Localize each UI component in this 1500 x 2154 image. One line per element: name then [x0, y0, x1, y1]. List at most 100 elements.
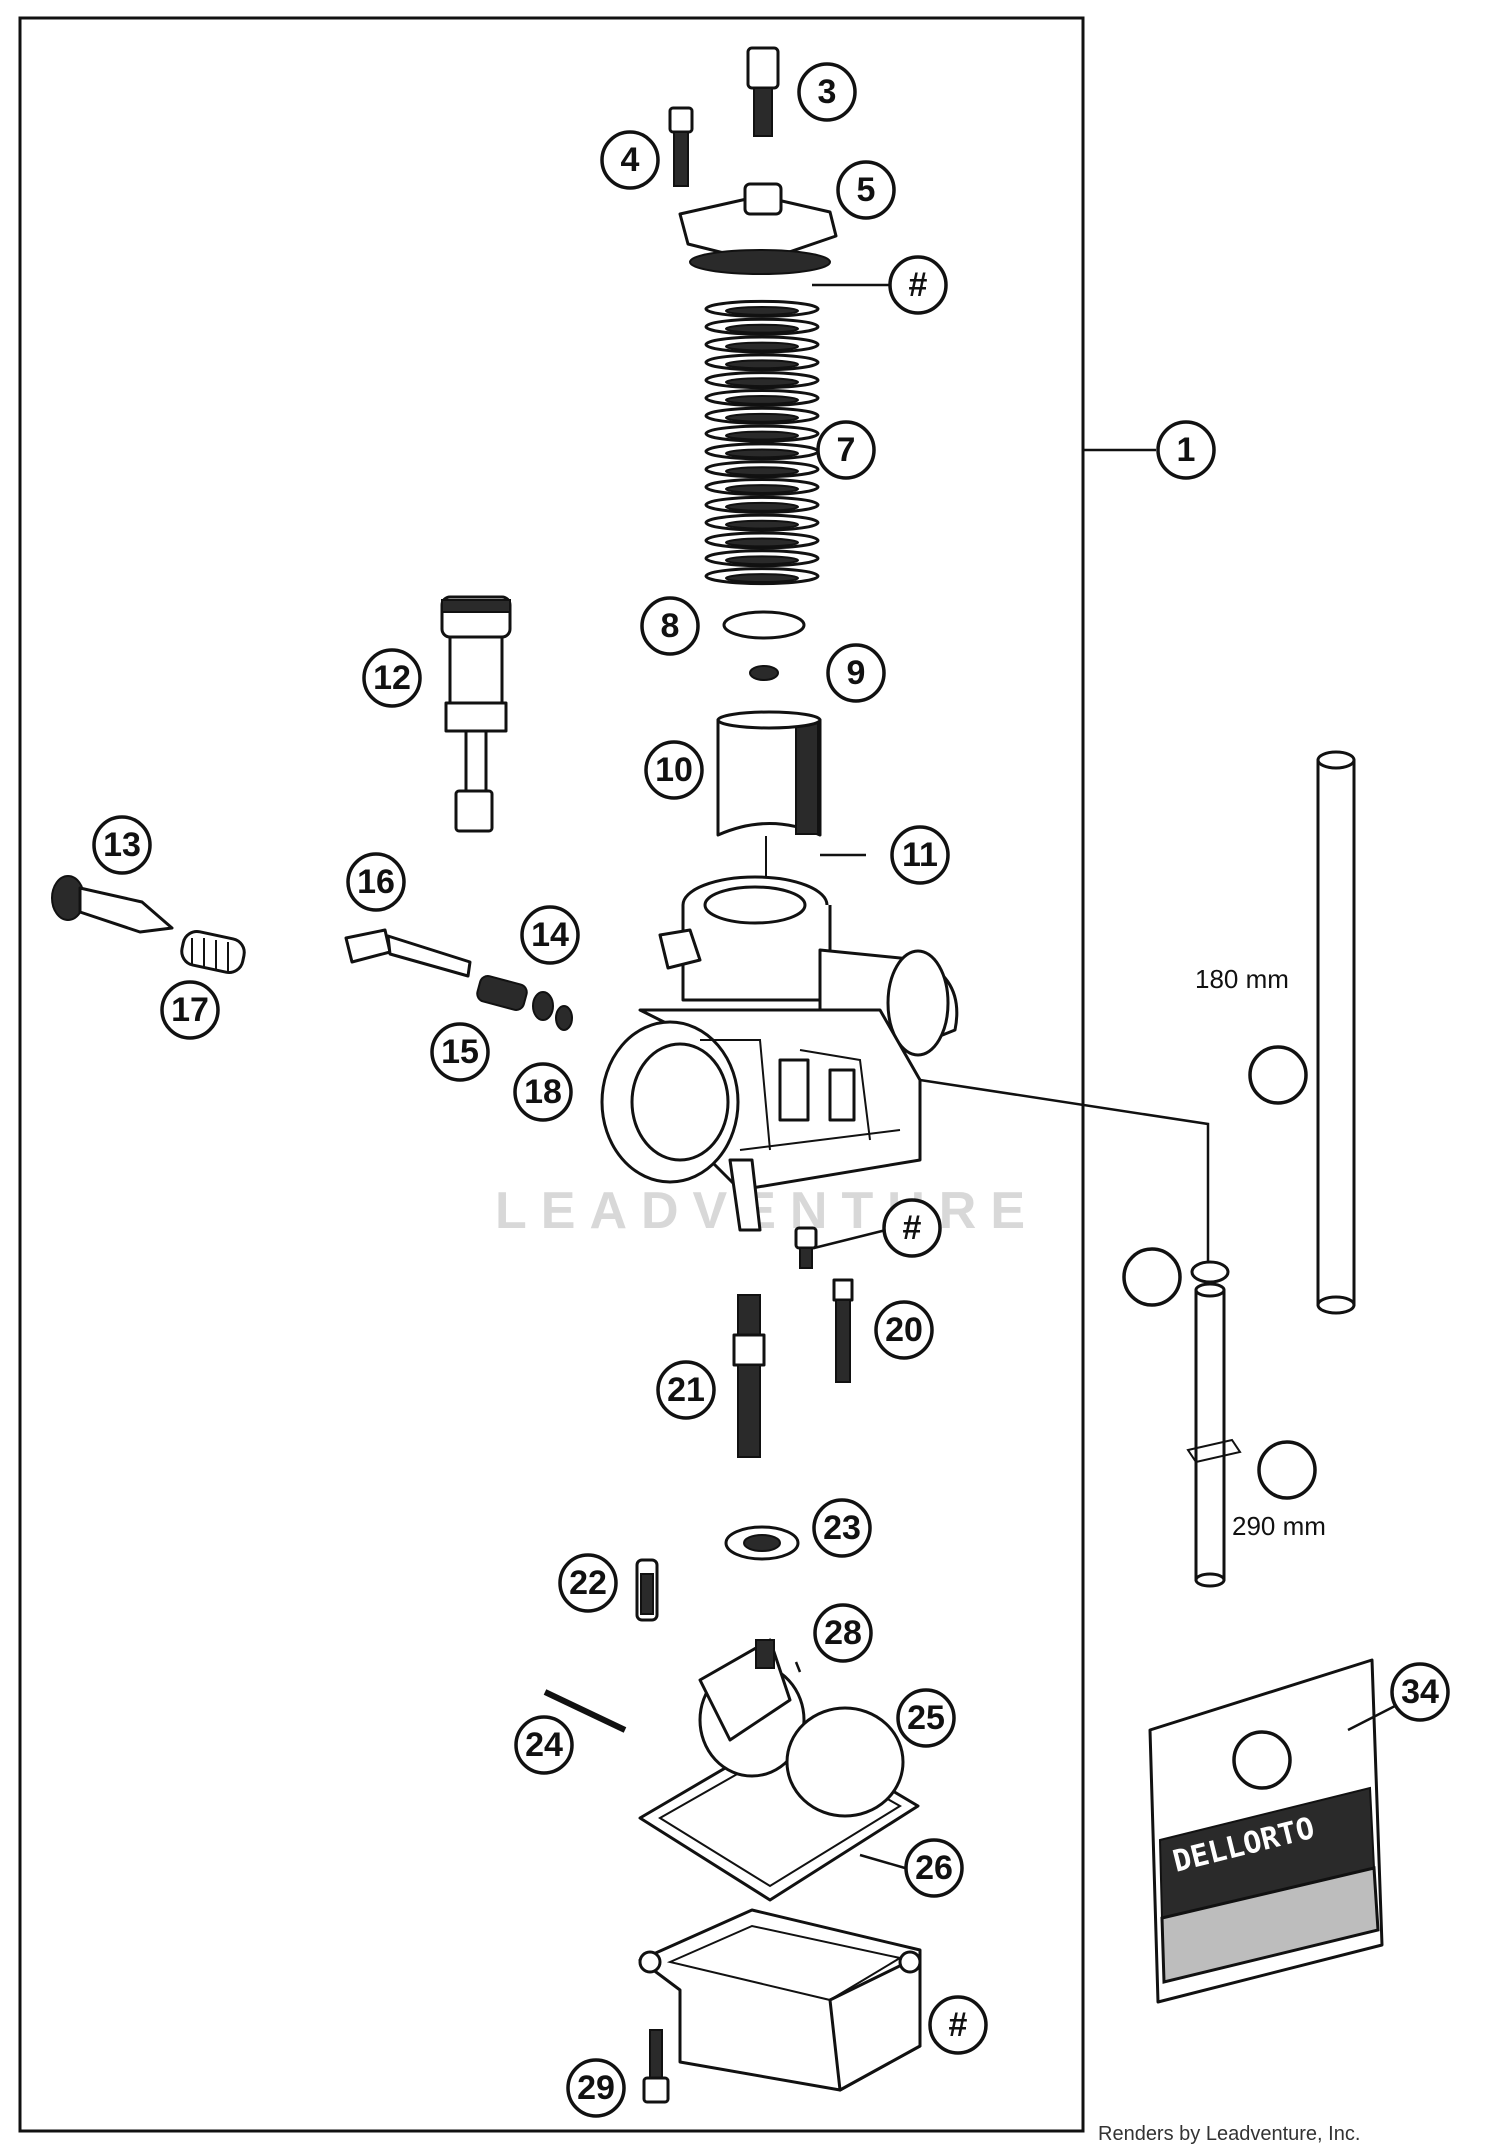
svg-text:11: 11: [902, 836, 938, 874]
callout-3: 3: [797, 62, 857, 122]
svg-text:7: 7: [837, 431, 856, 469]
part-20-jet: [794, 1226, 818, 1269]
part-37-hose: [1186, 1282, 1242, 1588]
assembly-frame: [18, 16, 1085, 2133]
part-9-clip: [749, 665, 779, 681]
part-35-gasket-kit: [1148, 1658, 1384, 2004]
spring-coil-inner: [725, 501, 799, 512]
part-23-float-needle: [635, 1558, 659, 1622]
part-4-screw-bottom: [642, 2029, 670, 2104]
watermark: LEADVENTURE: [495, 1182, 1039, 1240]
svg-text:25: 25: [907, 1699, 945, 1737]
part-26-float: [638, 1638, 920, 1902]
svg-text:23: 23: [823, 1509, 861, 1547]
svg-text:14: 14: [531, 916, 569, 954]
part-28-float-bowl: [638, 1908, 922, 2092]
svg-text:34: 34: [1401, 1673, 1439, 1711]
leader-27: [859, 1853, 906, 1870]
callout-24: 24: [514, 1715, 574, 1775]
svg-text:10: 10: [655, 751, 693, 789]
svg-text:#: #: [903, 1209, 922, 1247]
callout-14: 14: [520, 905, 580, 965]
part-12-choke-plunger: [440, 595, 512, 833]
part-7-spring: [704, 299, 820, 586]
svg-text:#: #: [949, 2006, 968, 2044]
callout-21: 21: [656, 1360, 716, 1420]
part-10-throttle-slide: [716, 710, 822, 837]
spring-coil-inner: [725, 448, 799, 459]
callout-31: [1122, 1247, 1182, 1307]
callout-11: 11: [890, 825, 950, 885]
callout-7: 7: [816, 420, 876, 480]
callout-1: 1: [1156, 420, 1216, 480]
part-15-spring: [476, 975, 528, 1011]
spring-coil-inner: [725, 555, 799, 566]
callout-9: 9: [826, 643, 886, 703]
part-3-cap-screw: [746, 46, 780, 137]
part-5-top-cover: [678, 182, 838, 275]
callout-23: 23: [812, 1498, 872, 1558]
hose-34-length: 180 mm: [1195, 964, 1289, 994]
spring-coil-inner: [725, 466, 799, 477]
svg-text:13: 13: [103, 826, 141, 864]
spring-coil-inner: [725, 573, 799, 584]
spring-coil-inner: [725, 341, 799, 352]
svg-text:26: 26: [915, 1849, 953, 1887]
hose-37-length: 290 mm: [1232, 1511, 1326, 1541]
leader-29: [794, 1661, 802, 1673]
callouts: 1 3 4 5 # 7 8 9 10 11 12 13 14 15 16 17 …: [92, 62, 1450, 2118]
svg-text:16: 16: [357, 863, 395, 901]
svg-text:8: 8: [661, 607, 680, 645]
callout-13: 13: [92, 815, 152, 875]
svg-text:24: 24: [525, 1726, 563, 1764]
spring-coil-inner: [725, 519, 799, 530]
svg-text:21: 21: [667, 1371, 705, 1409]
spring-coil-inner: [725, 377, 799, 388]
spring-coil-inner: [725, 395, 799, 405]
spring-coil-inner: [725, 430, 799, 441]
svg-text:5: 5: [857, 171, 876, 209]
callout-32: [1257, 1440, 1317, 1500]
svg-text:20: 20: [885, 1311, 923, 1349]
svg-text:1: 1: [1177, 431, 1196, 469]
callout-17: 17: [160, 980, 220, 1040]
spring-coil-inner: [725, 484, 799, 494]
callout-6: #: [888, 255, 948, 315]
callout-27: #: [928, 1995, 988, 2055]
svg-text:4: 4: [621, 141, 640, 179]
part-16-idle-screw: [344, 928, 472, 978]
part-17-spring: [180, 930, 246, 974]
spring-coil-inner: [725, 537, 799, 548]
part-8-washer: [722, 610, 806, 640]
part-22-main-jet-holder: [732, 1294, 766, 1458]
callout-34: 34: [1390, 1662, 1450, 1722]
callout-19: #: [882, 1198, 942, 1258]
spring-coil-inner: [725, 323, 799, 334]
carburetor-body: [600, 875, 959, 1232]
leader-20: [813, 1228, 887, 1250]
svg-text:22: 22: [569, 1564, 607, 1602]
callout-33: [1232, 1730, 1292, 1790]
callout-12: 12: [362, 648, 422, 708]
spring-coil-inner: [725, 359, 799, 370]
part-14-washer: [532, 991, 554, 1021]
part-4-screw-top: [668, 106, 694, 187]
svg-text:17: 17: [171, 991, 209, 1029]
callout-16: 16: [346, 852, 406, 912]
spring-coil-inner: [725, 305, 799, 316]
svg-text:29: 29: [577, 2069, 615, 2107]
callout-10: 10: [644, 740, 704, 800]
svg-text:#: #: [909, 266, 928, 304]
part-21-needle-jet: [832, 1278, 854, 1383]
callout-29: 29: [566, 2058, 626, 2118]
callout-18: 18: [513, 1062, 573, 1122]
svg-text:9: 9: [847, 654, 866, 692]
callout-8: 8: [640, 596, 700, 656]
svg-text:15: 15: [441, 1033, 479, 1071]
svg-text:3: 3: [818, 73, 837, 111]
leader-body-to-37: [919, 1078, 1210, 1262]
callout-5: 5: [836, 160, 896, 220]
callout-4-top: 4: [600, 130, 660, 190]
callout-28: 28: [813, 1603, 873, 1663]
